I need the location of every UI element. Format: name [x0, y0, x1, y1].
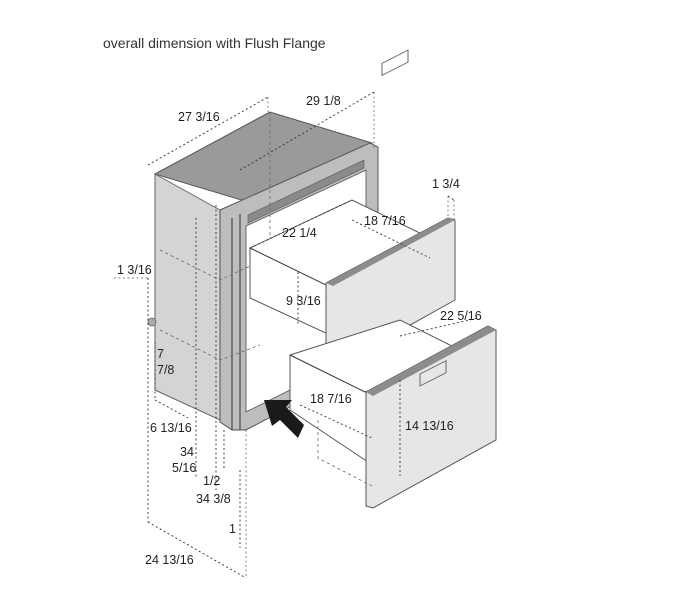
dim-line-1-3-4 — [447, 195, 455, 201]
lower-drawer-hidden — [317, 420, 373, 487]
dim-label-24-13-16: 24 13/16 — [145, 553, 194, 567]
dim-label-18-7-16-top: 18 7/16 — [364, 214, 406, 228]
dim-label-34-3-8: 34 3/8 — [196, 492, 231, 506]
dim-line-27-3-16 — [147, 96, 269, 166]
lower-drawer-front-edge — [366, 326, 496, 396]
dim-label-1-3-4: 1 3/4 — [432, 177, 460, 191]
rear-fitting — [147, 317, 157, 327]
lower-drawer-handle — [419, 359, 447, 387]
dim-label-27-3-16: 27 3/16 — [178, 110, 220, 124]
diagram-caption: overall dimension with Flush Flange — [103, 35, 326, 51]
dim-label-29-1-8: 29 1/8 — [306, 94, 341, 108]
dim-label-1: 1 — [229, 522, 236, 536]
dim-line-18-7-16-top — [351, 219, 431, 259]
dim-label-1-2: 1/2 — [203, 474, 220, 488]
dim-label-9-3-16: 9 3/16 — [286, 294, 321, 308]
upper-drawer-handle — [381, 49, 409, 77]
dim-label-7: 7 — [157, 347, 164, 361]
hidden-cabinet-lines-lower — [159, 329, 261, 361]
dim-line-6-13-16 — [154, 399, 189, 419]
dim-label-22-1-4: 22 1/4 — [282, 226, 317, 240]
dim-line-24-13-16 — [147, 521, 247, 579]
dim-line-29-1-8 — [239, 91, 375, 171]
dim-label-6-13-16: 6 13/16 — [150, 421, 192, 435]
dim-label-1-3-16: 1 3/16 — [117, 263, 152, 277]
dim-label-7-8: 7/8 — [157, 363, 174, 377]
hidden-cabinet-lines — [159, 209, 373, 281]
cabinet-top — [153, 111, 374, 206]
cabinet-left-side — [154, 173, 221, 421]
dim-label-22-5-16: 22 5/16 — [440, 309, 482, 323]
airflow-arrow — [264, 400, 304, 438]
dim-label-18-7-16-bottom: 18 7/16 — [310, 392, 352, 406]
dim-label-5-16: 5/16 — [172, 461, 196, 475]
dim-line-22-1-4 — [249, 199, 353, 249]
dim-label-34: 34 — [180, 445, 194, 459]
ventilation-grille — [247, 159, 365, 224]
upper-drawer-front-edge — [326, 218, 455, 286]
dim-label-14-13-16: 14 13/16 — [405, 419, 454, 433]
